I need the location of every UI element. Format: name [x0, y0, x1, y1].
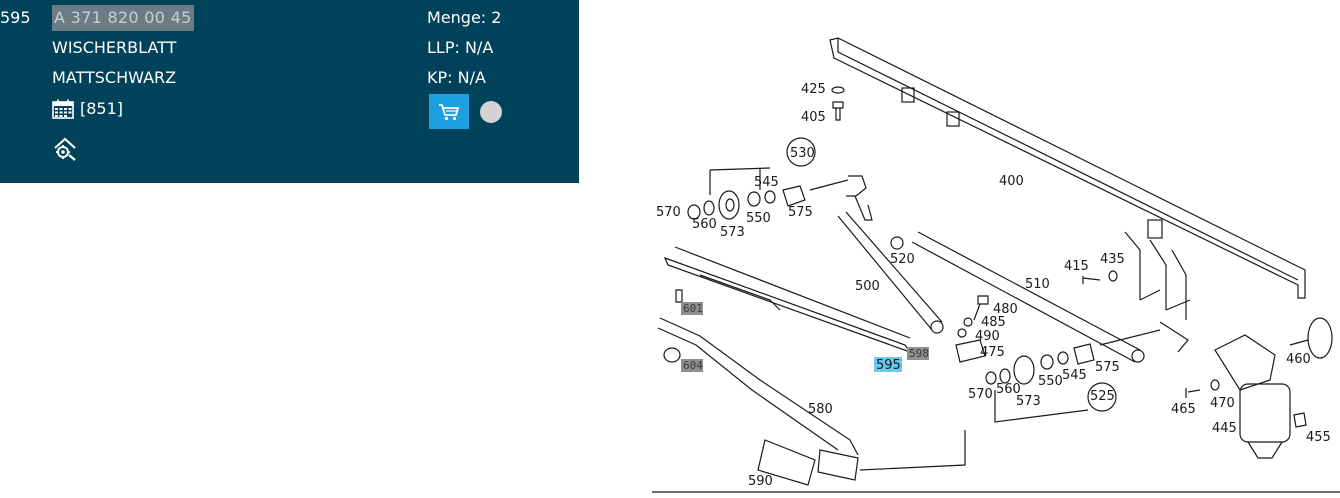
- label-455[interactable]: 455: [1306, 430, 1331, 445]
- label-570-right[interactable]: 570: [968, 387, 993, 402]
- label-550-right[interactable]: 550: [1038, 374, 1063, 389]
- label-545-top[interactable]: 545: [754, 175, 779, 190]
- settings-gear-icon[interactable]: [52, 136, 78, 162]
- tag-604[interactable]: 604: [683, 359, 703, 372]
- add-to-cart-button[interactable]: [429, 94, 469, 129]
- label-470[interactable]: 470: [1210, 396, 1235, 411]
- label-460[interactable]: 460: [1286, 352, 1311, 367]
- label-530[interactable]: 530: [790, 146, 815, 161]
- part-name: WISCHERBLATT: [52, 38, 177, 57]
- label-575-left[interactable]: 575: [788, 205, 813, 220]
- label-510[interactable]: 510: [1025, 277, 1050, 292]
- label-485[interactable]: 485: [981, 315, 1006, 330]
- label-465[interactable]: 465: [1171, 402, 1196, 417]
- label-570-left[interactable]: 570: [656, 205, 681, 220]
- quantity: Menge: 2: [427, 8, 502, 27]
- position-number: 595: [0, 8, 31, 27]
- label-445[interactable]: 445: [1212, 421, 1237, 436]
- label-573-left[interactable]: 573: [720, 225, 745, 240]
- kp-price: KP: N/A: [427, 68, 486, 87]
- label-520[interactable]: 520: [890, 252, 915, 267]
- tag-601[interactable]: 601: [683, 302, 703, 315]
- label-500[interactable]: 500: [855, 279, 880, 294]
- label-595-highlighted[interactable]: 595: [876, 358, 901, 373]
- label-575-right[interactable]: 575: [1095, 360, 1120, 375]
- part-number[interactable]: A 371 820 00 45: [52, 5, 194, 31]
- label-580[interactable]: 580: [808, 402, 833, 417]
- calendar-icon: [52, 99, 74, 119]
- tag-598[interactable]: 598: [909, 347, 929, 360]
- cart-icon: [439, 103, 460, 120]
- label-400[interactable]: 400: [999, 174, 1024, 189]
- label-560-right[interactable]: 560: [996, 382, 1021, 397]
- label-573-right[interactable]: 573: [1016, 394, 1041, 409]
- label-480[interactable]: 480: [993, 302, 1018, 317]
- label-405[interactable]: 405: [801, 110, 826, 125]
- label-415[interactable]: 415: [1064, 259, 1089, 274]
- date-code: [851]: [80, 99, 124, 118]
- label-550-left[interactable]: 550: [746, 211, 771, 226]
- diagram-drawing: [652, 37, 1340, 493]
- label-525[interactable]: 525: [1090, 389, 1115, 404]
- part-variant: MATTSCHWARZ: [52, 68, 177, 87]
- label-425[interactable]: 425: [801, 82, 826, 97]
- label-475[interactable]: 475: [980, 345, 1005, 360]
- label-490[interactable]: 490: [975, 329, 1000, 344]
- label-435[interactable]: 435: [1100, 252, 1125, 267]
- status-dot-icon[interactable]: [480, 101, 502, 123]
- llp-price: LLP: N/A: [427, 38, 494, 57]
- date-code-row: [851]: [52, 99, 123, 119]
- parts-diagram: 601 604 598 595 425 405 530 545 400 570 …: [652, 37, 1340, 493]
- label-545-right[interactable]: 545: [1062, 368, 1087, 383]
- label-560-left[interactable]: 560: [692, 217, 717, 232]
- label-590[interactable]: 590: [748, 474, 773, 489]
- part-detail-panel: 595 A 371 820 00 45 WISCHERBLATT MATTSCH…: [0, 0, 579, 183]
